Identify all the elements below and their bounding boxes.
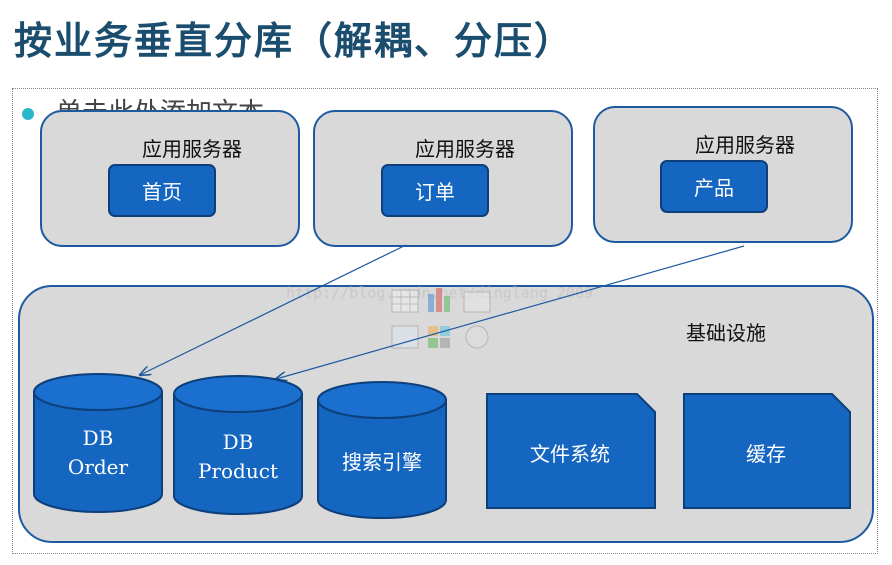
db-order-cylinder — [33, 373, 163, 513]
db-product-label: DB Product — [198, 430, 278, 483]
module-home: 首页 — [108, 164, 216, 217]
slide-title: 按业务垂直分库（解耦、分压） — [14, 19, 575, 63]
cache-label: 缓存 — [746, 442, 786, 466]
arrow-product-to-db-product — [276, 245, 745, 379]
arrow-order-to-db-order — [140, 244, 407, 375]
module-product: 产品 — [660, 160, 768, 213]
file-system-box — [486, 393, 656, 509]
app-server-1 — [40, 110, 300, 247]
db-order-label: DB Order — [67, 426, 129, 479]
app-server-3-label: 应用服务器 — [695, 133, 795, 157]
db-product-cylinder — [173, 375, 303, 515]
app-server-2-label: 应用服务器 — [415, 137, 515, 161]
cache-box — [683, 393, 851, 509]
app-server-1-label: 应用服务器 — [142, 137, 242, 161]
infrastructure-label: 基础设施 — [686, 321, 766, 345]
search-engine-cylinder — [317, 381, 447, 519]
search-engine-label: 搜索引擎 — [342, 450, 422, 474]
watermark-icons — [391, 288, 491, 349]
file-system-label: 文件系统 — [530, 442, 610, 466]
bullet-dot — [22, 108, 34, 120]
module-order: 订单 — [381, 164, 489, 217]
content-placeholder-frame — [12, 88, 878, 554]
